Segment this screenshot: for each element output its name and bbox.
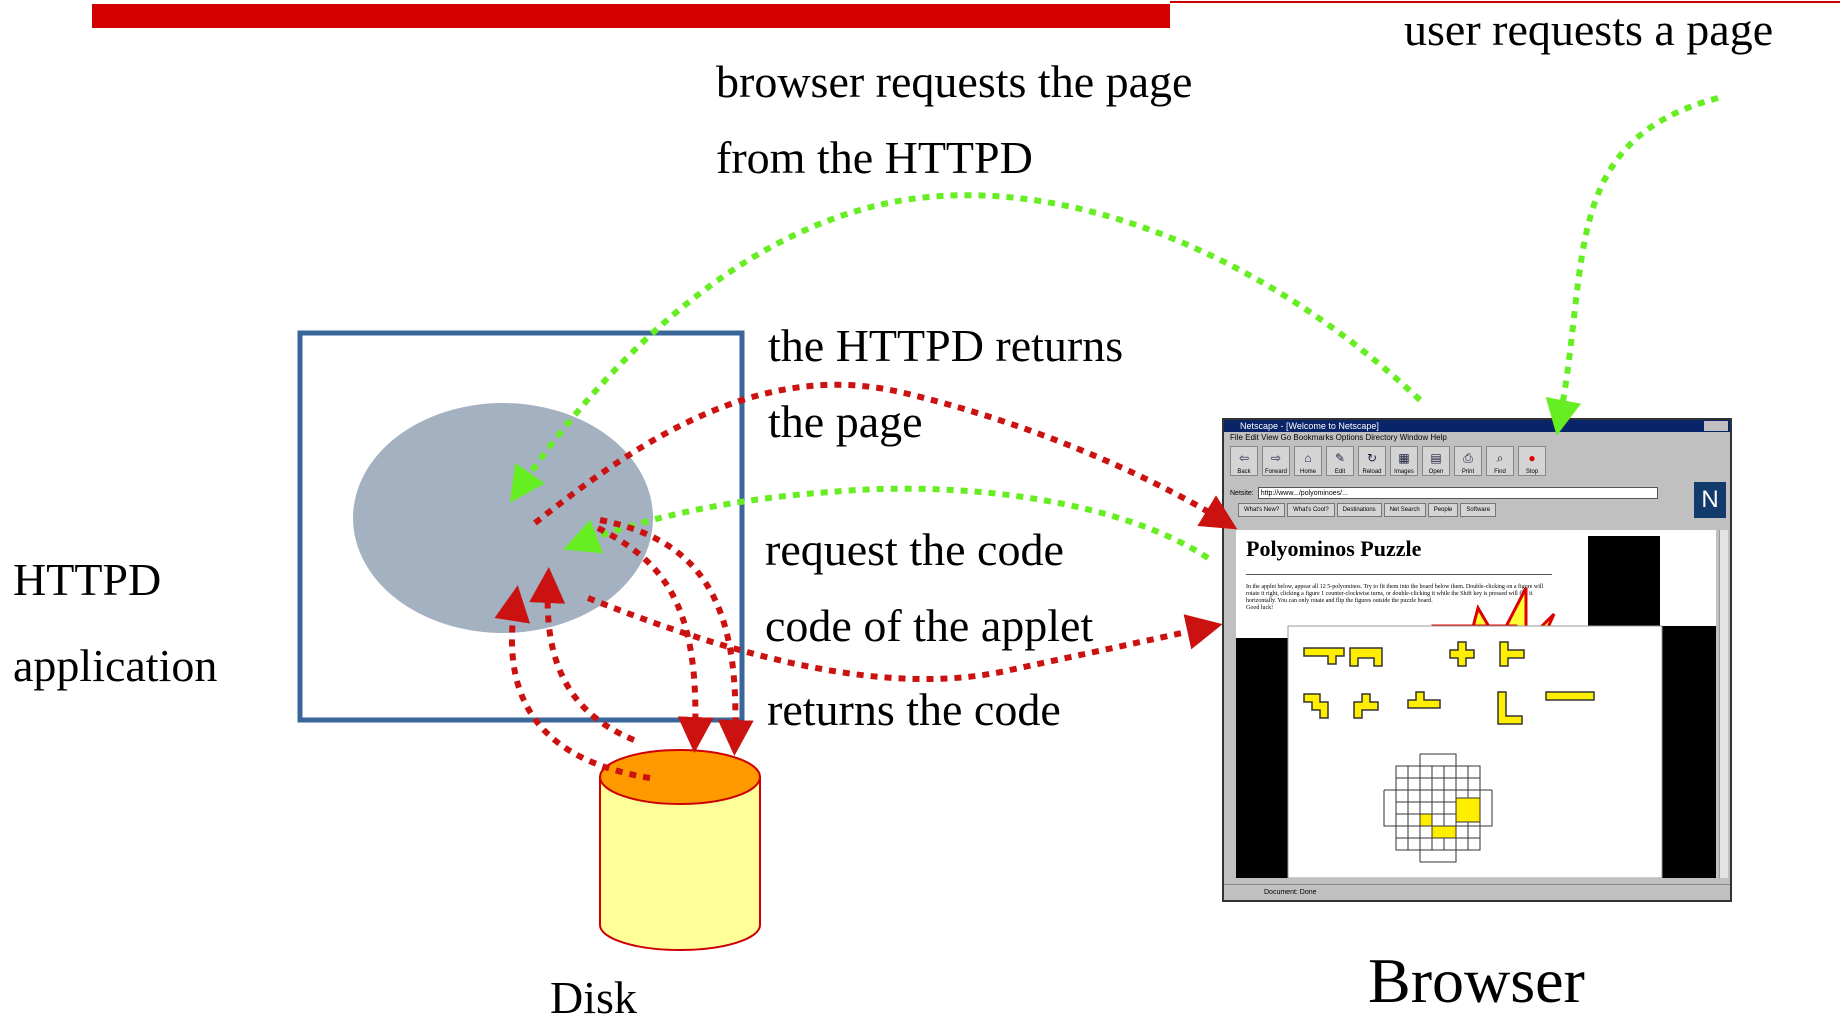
arrow-disk-returns-1 xyxy=(494,585,651,781)
directory-buttons: What's New? What's Cool? Destinations Ne… xyxy=(1224,502,1730,518)
stop-icon: ● xyxy=(1528,451,1536,465)
label-code-of-applet: code of the applet xyxy=(765,600,1094,651)
images-button[interactable]: ▦Images xyxy=(1390,446,1418,476)
arrow-browser-request xyxy=(509,192,1423,503)
browser-menubar[interactable]: File Edit View Go Bookmarks Options Dire… xyxy=(1230,433,1447,442)
browser-window: Netscape - [Welcome to Netscape] File Ed… xyxy=(1222,418,1732,902)
arrow-httpd-to-disk-1 xyxy=(596,525,714,753)
title-rule-thin xyxy=(1170,1,1840,3)
black-block-right xyxy=(1588,536,1660,632)
location-label: Netsite: xyxy=(1230,489,1254,497)
back-icon: ⇦ xyxy=(1238,451,1250,465)
location-row: Netsite: http://www.../polyominoes/... xyxy=(1224,484,1730,502)
browser-content: Polyominos Puzzle In the applet below, a… xyxy=(1236,530,1716,878)
dir-button-software[interactable]: Software xyxy=(1460,503,1497,517)
browser-toolbar: ⇦Back ⇨Forward ⌂Home ✎Edit ↻Reload ▦Imag… xyxy=(1224,444,1730,484)
edit-button[interactable]: ✎Edit xyxy=(1326,446,1354,476)
location-input[interactable]: http://www.../polyominoes/... xyxy=(1257,487,1658,499)
browser-statusbar: Document: Done xyxy=(1224,884,1730,900)
arrow-request-code xyxy=(563,485,1210,561)
httpd-box xyxy=(297,330,745,723)
label-browser: Browser xyxy=(1368,945,1585,1016)
arrow-returns-page xyxy=(533,381,1238,530)
home-button[interactable]: ⌂Home xyxy=(1294,446,1322,476)
dir-button-whats-cool[interactable]: What's Cool? xyxy=(1287,503,1335,517)
placed-pieces xyxy=(1419,797,1481,839)
reload-icon: ↻ xyxy=(1366,451,1378,465)
find-icon: ⌕ xyxy=(1496,450,1504,465)
label-returns-page-2: the page xyxy=(768,396,923,447)
print-icon: ⎙ xyxy=(1463,450,1473,465)
dir-button-net-search[interactable]: Net Search xyxy=(1383,503,1426,517)
label-httpd: HTTPD xyxy=(13,554,162,605)
page-body: In the applet below, appear all 12 5-pol… xyxy=(1246,584,1544,604)
label-returns-code: returns the code xyxy=(767,684,1061,735)
print-button[interactable]: ⎙Print xyxy=(1454,446,1482,476)
dir-button-destinations[interactable]: Destinations xyxy=(1336,503,1382,517)
open-icon: ▤ xyxy=(1430,451,1442,465)
label-disk: Disk xyxy=(550,972,637,1023)
title-rule xyxy=(92,4,1170,28)
label-browser-requests-1: browser requests the page xyxy=(716,56,1193,107)
find-button[interactable]: ⌕Find xyxy=(1486,446,1514,476)
label-request-code: request the code xyxy=(765,524,1064,575)
disk-icon xyxy=(599,749,761,951)
title-underline xyxy=(1246,574,1552,575)
arrow-code-of-applet xyxy=(586,595,1223,682)
good-luck: Good luck! xyxy=(1246,605,1274,611)
window-controls[interactable] xyxy=(1704,421,1728,431)
stop-button[interactable]: ●Stop xyxy=(1518,446,1546,476)
pencil-icon: ✎ xyxy=(1334,451,1346,465)
polyomino-applet[interactable] xyxy=(1236,530,1716,878)
arrow-disk-returns-2 xyxy=(529,567,636,743)
back-button[interactable]: ⇦Back xyxy=(1230,446,1258,476)
label-returns-page-1: the HTTPD returns xyxy=(768,320,1124,371)
browser-title: Netscape - [Welcome to Netscape] xyxy=(1240,421,1379,431)
page-body-text: In the applet below, appear all 12 5-pol… xyxy=(1246,584,1546,612)
applet-left-black xyxy=(1236,638,1288,878)
arrow-httpd-to-disk-2 xyxy=(599,517,754,756)
reload-button[interactable]: ↻Reload xyxy=(1358,446,1386,476)
polyomino-pieces xyxy=(1303,641,1595,725)
dir-button-whats-new[interactable]: What's New? xyxy=(1238,503,1286,517)
label-browser-requests-2: from the HTTPD xyxy=(716,132,1033,183)
images-icon: ▦ xyxy=(1398,451,1410,465)
forward-icon: ⇨ xyxy=(1270,451,1282,465)
httpd-process-ellipse xyxy=(353,403,653,633)
dir-button-people[interactable]: People xyxy=(1427,503,1459,517)
arrow-user-request xyxy=(1545,95,1719,436)
browser-titlebar: Netscape - [Welcome to Netscape] xyxy=(1224,420,1730,432)
applet-right-black xyxy=(1662,626,1716,878)
page-title: Polyominos Puzzle xyxy=(1246,536,1422,561)
open-button[interactable]: ▤Open xyxy=(1422,446,1450,476)
label-application: application xyxy=(13,640,218,691)
home-icon: ⌂ xyxy=(1304,451,1312,465)
vertical-scrollbar[interactable] xyxy=(1719,530,1728,878)
label-user-requests: user requests a page xyxy=(1404,4,1774,55)
netscape-logo: N xyxy=(1694,482,1726,518)
forward-button[interactable]: ⇨Forward xyxy=(1262,446,1290,476)
